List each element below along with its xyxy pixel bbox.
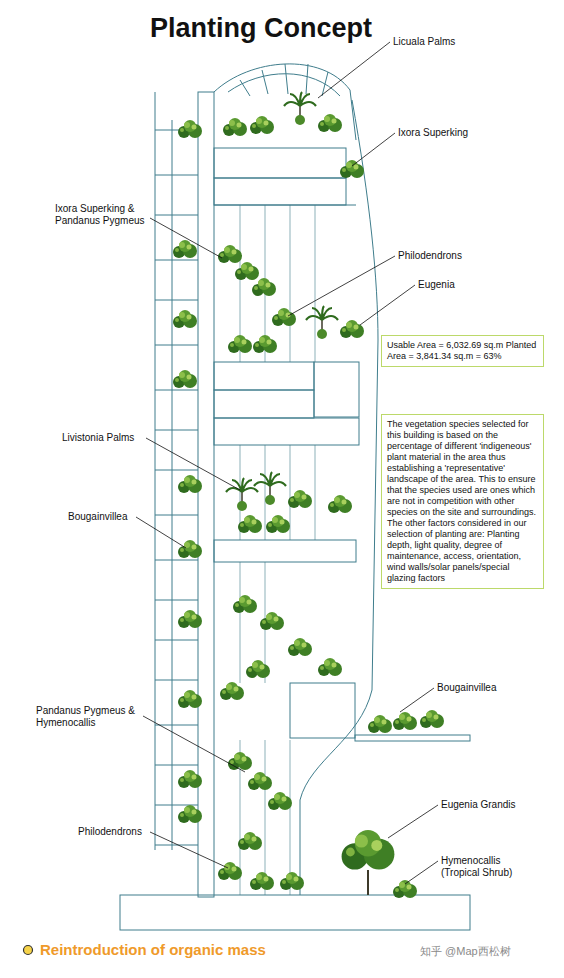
- plant-label: Hymenocallis (Tropical Shrub): [441, 855, 533, 879]
- plant-label: Eugenia Grandis: [441, 799, 516, 811]
- ledge: [355, 735, 470, 741]
- core-column: [198, 92, 214, 897]
- facade-line: [172, 120, 173, 850]
- plant: [420, 710, 444, 728]
- plant: [235, 262, 259, 280]
- plant: [328, 495, 352, 513]
- plant: [238, 515, 262, 533]
- leader-line: [143, 716, 245, 772]
- floor-slab: [214, 390, 314, 418]
- plant: [340, 160, 364, 178]
- plant-label: Philodendrons: [398, 250, 462, 262]
- plant: [393, 712, 417, 730]
- plant: [178, 690, 202, 708]
- leader-line: [360, 285, 415, 325]
- plant: [393, 880, 417, 898]
- trellis: [240, 205, 315, 895]
- plant-label: Ixora Superking: [398, 127, 468, 139]
- plant: [246, 660, 270, 678]
- plant: [253, 335, 277, 353]
- floor-slab: [214, 178, 346, 205]
- base-slab: [120, 895, 470, 930]
- floor-slab: [214, 540, 356, 562]
- caption-bullet: [24, 946, 33, 955]
- leader-line: [288, 256, 395, 316]
- facade-line: [155, 92, 156, 850]
- palm: [254, 472, 286, 505]
- plant: [233, 595, 257, 613]
- leader-line: [400, 688, 434, 712]
- plant: [178, 770, 202, 788]
- plant: [178, 475, 202, 493]
- plant: [280, 872, 304, 890]
- plant-label: Bougainvillea: [68, 511, 128, 523]
- facade-outline: [300, 100, 378, 895]
- leader-line: [150, 832, 228, 868]
- palm: [226, 478, 258, 511]
- plant-label: Philodendrons: [78, 826, 142, 838]
- caption: Reintroduction of organic mass: [40, 941, 266, 959]
- palm: [284, 92, 316, 125]
- plant: [272, 308, 296, 326]
- floor-slab: [214, 418, 359, 445]
- plant: [318, 114, 342, 132]
- plant: [218, 245, 242, 263]
- leader-line: [388, 805, 438, 838]
- plant: [228, 752, 252, 770]
- floor-slab: [290, 683, 355, 738]
- plant-label: Bougainvillea: [437, 682, 497, 694]
- plant: [178, 610, 202, 628]
- roof-canopy: [214, 64, 356, 140]
- plant: [368, 715, 392, 733]
- plant-label: Eugenia: [418, 279, 455, 291]
- title: Planting Concept: [150, 12, 372, 44]
- plant: [173, 370, 197, 388]
- plant: [318, 658, 342, 676]
- plant-label: Licuala Palms: [393, 36, 455, 48]
- plant-label: Livistonia Palms: [62, 432, 134, 444]
- floor-slab: [214, 148, 346, 178]
- plant: [173, 240, 197, 258]
- floor-slab: [214, 205, 356, 206]
- box-text: Usable Area = 6,032.69 sq.m Planted Area…: [387, 340, 538, 362]
- plant: [252, 278, 276, 296]
- leader-line: [352, 133, 395, 166]
- plant: [340, 320, 364, 338]
- plant: [268, 792, 292, 810]
- note-box: The vegetation species selected for this…: [381, 414, 544, 589]
- plant: [228, 335, 252, 353]
- plant: [250, 116, 274, 134]
- plant: [288, 638, 312, 656]
- floor-slab: [314, 362, 359, 417]
- plant: [220, 682, 244, 700]
- area-summary-box: Usable Area = 6,032.69 sq.m Planted Area…: [381, 335, 544, 367]
- plant: [238, 832, 262, 850]
- leader-line: [146, 438, 240, 490]
- watermark: 知乎 @Map西松树: [420, 944, 511, 959]
- leader-line: [136, 517, 186, 548]
- plant: [173, 310, 197, 328]
- plant: [178, 805, 202, 823]
- leader-line: [405, 861, 438, 884]
- leader-line: [318, 42, 390, 98]
- tree: [342, 830, 395, 870]
- roof-ribs: [240, 64, 328, 96]
- plant: [260, 612, 284, 630]
- tree-trunk: [367, 870, 369, 895]
- floor-slab: [214, 362, 314, 390]
- box-text: The vegetation species selected for this…: [387, 419, 538, 584]
- plant: [178, 540, 202, 558]
- plant-label: Ixora Superking & Pandanus Pygmeus: [55, 203, 160, 227]
- plant: [248, 772, 272, 790]
- plant: [288, 490, 312, 508]
- plant: [178, 120, 202, 138]
- plant: [223, 118, 247, 136]
- plant-label: Pandanus Pygmeus & Hymenocallis: [36, 705, 141, 729]
- plant: [266, 515, 290, 533]
- palm: [306, 306, 338, 339]
- plant: [250, 872, 274, 890]
- leader-line: [150, 218, 222, 258]
